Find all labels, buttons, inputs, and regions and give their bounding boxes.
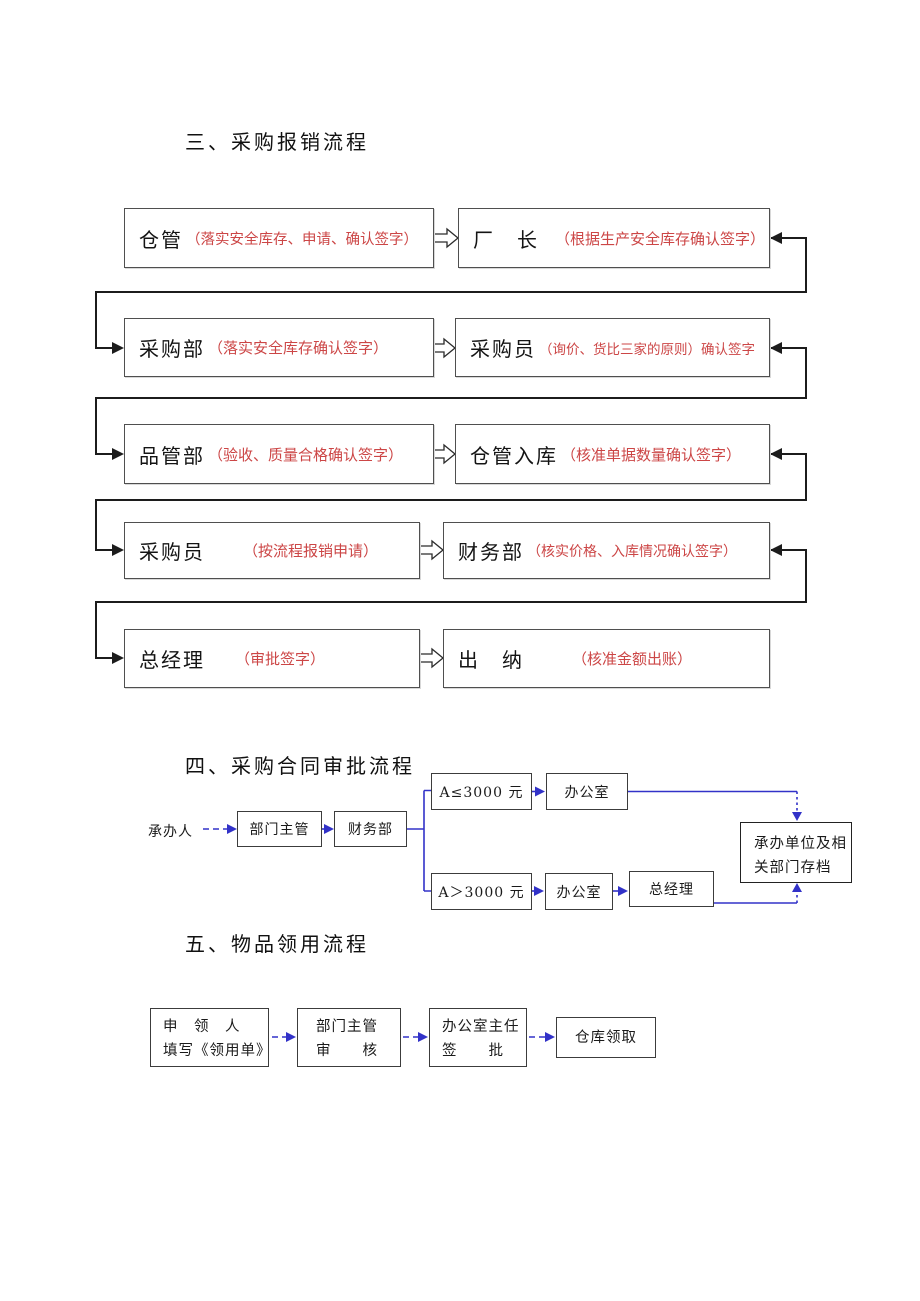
role-label: 仓管入库 [470,443,558,468]
approval-box-dept-head: 部门主管 [237,811,322,847]
box-label-line1: 承办单位及相 [754,836,847,852]
box-label-line2: 签 批 [442,1043,504,1059]
flow-box-factory-director: 厂 长 （根据生产安全库存确认签字） [458,208,770,268]
flow-box-general-manager: 总经理 （审批签字） [124,629,420,688]
requisition-flow-arrowheads [286,1032,555,1042]
flow-box-purchasing-dept: 采购部 （落实安全库存确认签字） [124,318,434,377]
box-label-line2: 关部门存档 [754,860,832,876]
box-label: 办公室 [564,784,610,801]
approval-box-office-high: 办公室 [545,873,613,910]
note-label: （根据生产安全库存确认签字） [555,229,766,248]
box-label-line1: 办公室主任 [442,1019,520,1035]
section4-title: 四、采购合同审批流程 [185,754,415,778]
role-label: 采购部 [139,337,205,361]
requisition-box-dept-head: 部门主管 审 核 [297,1008,401,1067]
section5-title: 五、物品领用流程 [185,932,369,956]
flow-box-buyer: 采购员 （询价、货比三家的原则）确认签字 [455,318,770,377]
approval-box-high-amount: A＞3000 元 [431,873,532,910]
flow-box-cashier: 出 纳 （核准金额出账） [443,629,770,688]
approval-box-archive: 承办单位及相 关部门存档 [740,822,852,883]
note-label: （按流程报销申请） [243,542,379,560]
requisition-box-warehouse: 仓库领取 [556,1017,656,1058]
role-label: 仓管 [139,227,183,252]
role-label: 厂 长 [473,227,539,252]
box-label: 总经理 [649,882,694,898]
flow-box-quality-dept: 品管部 （验收、质量合格确认签字） [124,424,434,484]
flow-box-finance-dept: 财务部 （核实价格、入库情况确认签字） [443,522,770,579]
note-label: （核实价格、入库情况确认签字） [527,543,737,560]
connector-arrowheads [112,232,782,664]
approval-box-gm: 总经理 [629,871,714,907]
note-label: （询价、货比三家的原则）确认签字 [539,341,755,358]
box-label: A＞3000 元 [438,884,525,901]
box-label: 财务部 [348,822,393,838]
note-label: （审批签字） [235,650,326,668]
requisition-box-applicant: 申 领 人 填写《领用单》 [150,1008,272,1067]
role-label: 出 纳 [458,648,524,672]
box-label: 部门主管 [249,822,310,838]
box-label: 办公室 [556,884,602,901]
box-label-line1: 部门主管 [316,1019,378,1035]
hollow-arrow [419,227,460,669]
approval-flow-arrowheads [227,786,802,896]
approval-box-office-low: 办公室 [546,773,628,810]
role-label: 采购员 [470,337,536,361]
box-label-line2: 填写《领用单》 [163,1043,272,1059]
box-label: A≤3000 元 [439,784,524,801]
role-label: 财务部 [458,540,524,564]
connector-changzhang-caigoubu [95,237,807,659]
role-label: 品管部 [139,443,205,468]
box-label-line2: 审 核 [316,1043,378,1059]
box-label: 仓库领取 [575,1029,637,1046]
handler-label: 承办人 [148,824,193,840]
role-label: 采购员 [139,540,205,564]
approval-box-finance: 财务部 [334,811,407,847]
approval-box-low-amount: A≤3000 元 [431,773,532,810]
note-label: （核准单据数量确认签字） [561,445,742,464]
flow-box-warehouse-inbound: 仓管入库 （核准单据数量确认签字） [455,424,770,484]
section3-title: 三、采购报销流程 [185,130,369,154]
box-label-line1: 申 领 人 [163,1019,241,1035]
note-label: （落实安全库存确认签字） [208,339,389,357]
flow-box-buyer-reimburse: 采购员 （按流程报销申请） [124,522,420,579]
note-label: （落实安全库存、申请、确认签字） [186,231,418,248]
requisition-box-office-director: 办公室主任 签 批 [429,1008,527,1067]
note-label: （核准金额出账） [572,650,693,668]
note-label: （验收、质量合格确认签字） [208,445,404,464]
role-label: 总经理 [139,648,205,672]
flow-box-warehouse: 仓管 （落实安全库存、申请、确认签字） [124,208,434,268]
